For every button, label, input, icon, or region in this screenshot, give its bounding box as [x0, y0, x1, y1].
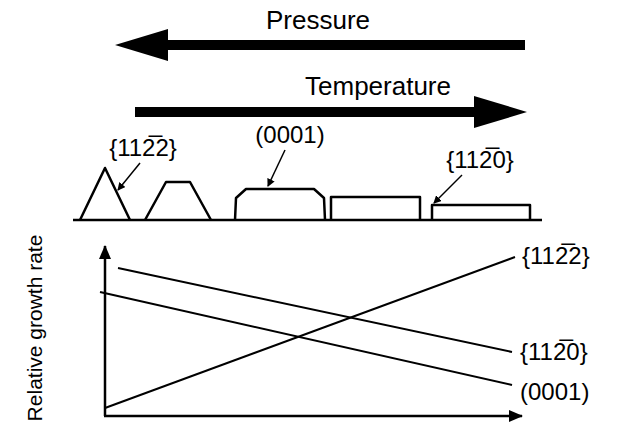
crystal-shapes — [73, 168, 542, 220]
curve-label: {112̅2} — [522, 244, 590, 268]
curve-label: (0001) — [520, 380, 589, 404]
temperature-arrow — [135, 96, 527, 128]
pressure-arrow — [115, 29, 525, 61]
graph-axes — [104, 246, 522, 416]
axis-label: Pressure — [266, 7, 370, 33]
facet-label: {112̅2} — [109, 136, 177, 160]
facet-label: (0001) — [255, 123, 324, 147]
facet-label: {112̅0} — [446, 148, 514, 172]
axis-label: Relative growth rate — [24, 235, 45, 422]
curve-label: {112̅0} — [520, 340, 588, 364]
axis-label: Temperature — [305, 73, 451, 99]
growth-rate-lines — [100, 257, 515, 408]
